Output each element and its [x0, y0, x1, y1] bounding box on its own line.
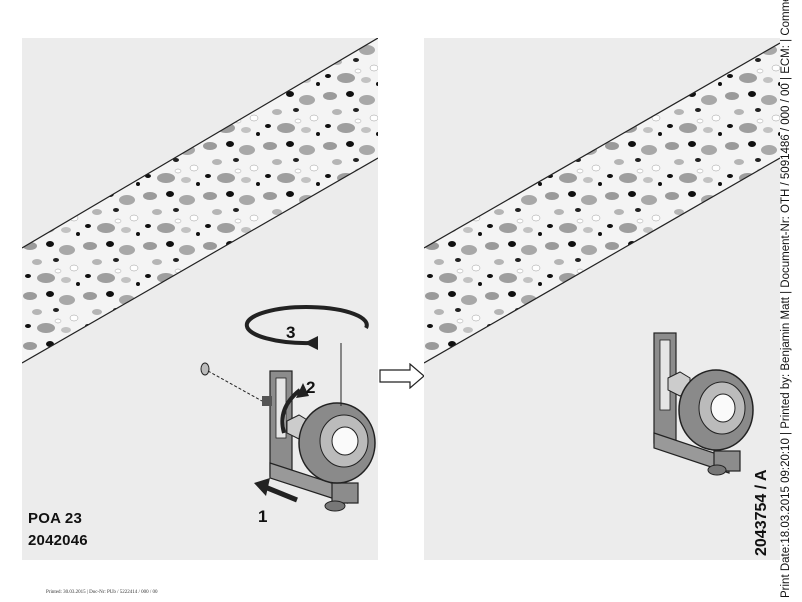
right-illustration — [424, 42, 780, 476]
footer-print-info: Printed: 30.03.2015 | Doc-Nr: PUb / 5222… — [46, 590, 158, 595]
left-illustration — [22, 38, 378, 512]
step-label-3: 3 — [286, 323, 296, 342]
next-step-arrow-icon — [379, 363, 425, 389]
right-illustration-panel — [424, 38, 780, 560]
product-name: POA 23 — [28, 510, 83, 527]
step-label-1: 1 — [258, 507, 268, 526]
concrete-slab — [424, 43, 780, 363]
concrete-slab — [22, 38, 378, 363]
step-label-2: 2 — [306, 378, 316, 397]
left-illustration-panel: 3 2 1 POA 23 2042046 — [22, 38, 378, 560]
document-code: 2043754 / A — [753, 469, 770, 556]
print-info: Print Date:18.03.2015 09:20:10 | Printed… — [780, 0, 792, 598]
product-number: 2042046 — [28, 532, 88, 549]
